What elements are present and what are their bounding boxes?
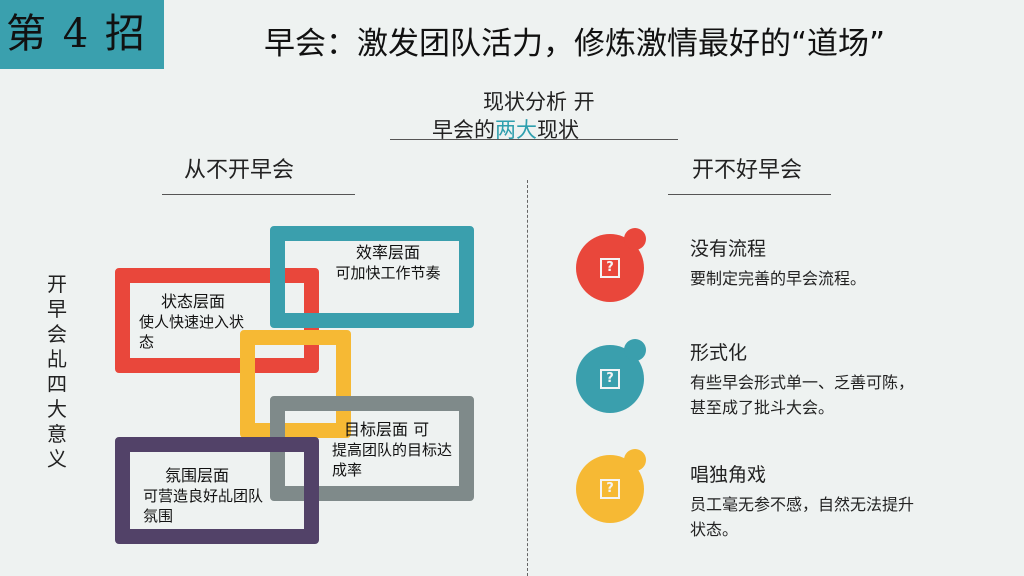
subtitle-line1: 现状分析 开: [483, 90, 595, 114]
frame-state: [115, 268, 319, 373]
frame-desc: 可加快工作节奏: [335, 264, 441, 282]
dashed-divider: [527, 180, 528, 576]
subtitle-line2: 早会的两大现状: [432, 114, 579, 144]
vertical-label: 开早会乩四大意义: [47, 272, 67, 471]
frame-goal: [270, 396, 474, 501]
frame-title: 状态层面: [161, 292, 226, 311]
frame-desc: 可营造良好乩团队氛围: [143, 487, 264, 525]
frame-title: 氛围层面: [165, 466, 230, 485]
frame-desc: 提高团队的目标达成率: [332, 441, 453, 479]
question-icon: ?: [600, 479, 620, 499]
frame-desc: 使人快速迚入状态: [139, 313, 245, 351]
left-heading: 从不开早会: [184, 158, 295, 183]
divider: [390, 139, 678, 140]
item-icon-circle: ?: [576, 339, 646, 413]
frame-title: 效率层面: [355, 243, 420, 262]
frame-atmosphere: [115, 437, 319, 544]
item-desc: 员工毫无参不感，自然无法提升状态。: [690, 495, 915, 539]
frame-center: [240, 330, 351, 438]
item-icon-circle: ?: [576, 228, 646, 302]
frame-text-state: 状态层面使人快速迚入状态: [139, 292, 249, 352]
frame-text-atmosphere: 氛围层面可营造良好乩团队氛围: [143, 466, 268, 526]
item-icon-circle: ?: [576, 449, 646, 523]
item-desc: 有些早会形式单一、乏善可陈，甚至成了批斗大会。: [690, 373, 915, 417]
frame-efficiency: [270, 226, 474, 328]
slide-title: 早会：激发团队活力，修炼激情最好的“道场”: [264, 26, 886, 62]
divider: [668, 194, 831, 195]
item-title: 唱独角戏: [690, 464, 767, 486]
frame-text-efficiency: 效率层面可加快工作节奏: [328, 243, 448, 283]
question-icon: ?: [600, 369, 620, 389]
tip-number-badge: 第 4 招: [0, 0, 164, 69]
frame-text-goal: 目标层面 可提高团队的目标达成率: [332, 420, 452, 480]
subtitle-pre: 早会的: [432, 118, 495, 142]
question-icon: ?: [600, 258, 620, 278]
item-desc: 要制定完善的早会流程。: [690, 269, 867, 288]
item-title: 形式化: [690, 342, 748, 364]
frame-title: 目标层面 可: [344, 420, 430, 439]
divider: [162, 194, 355, 195]
item-title: 没有流程: [690, 238, 767, 260]
right-heading: 开不好早会: [692, 158, 803, 183]
subtitle-post: 现状: [537, 118, 579, 142]
subtitle-highlight: 两大: [495, 118, 537, 142]
